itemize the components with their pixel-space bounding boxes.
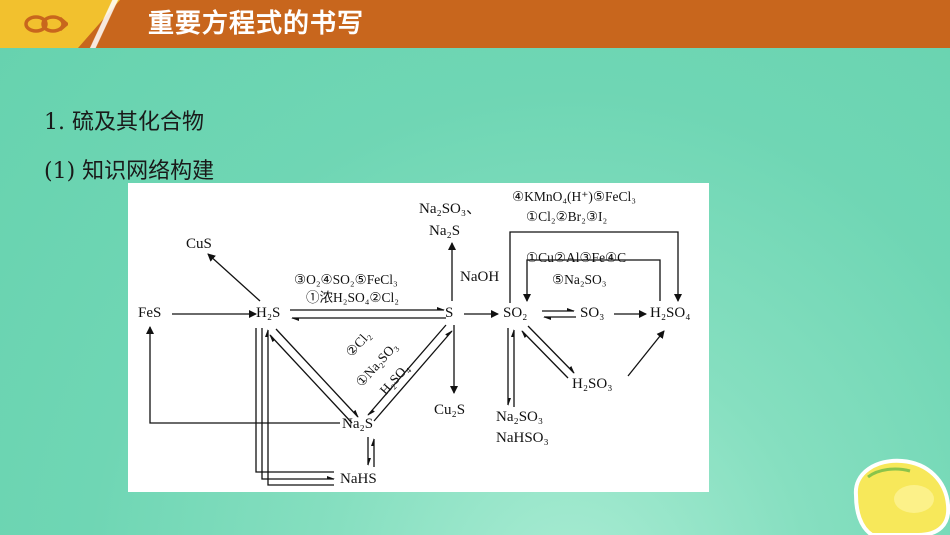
node-s: S <box>445 305 454 321</box>
node-so3: SO₃ <box>580 305 605 321</box>
arrow-nahs-h2s <box>265 329 334 486</box>
node-so2: SO₂ <box>503 305 528 321</box>
node-cus: CuS <box>186 236 212 252</box>
node-na2s: Na₂S <box>342 416 374 432</box>
section-heading-2: (1) 知识网络构建 <box>44 159 215 184</box>
node-nahso3: NaHSO₃ <box>496 430 549 446</box>
arrow-so2-h2so3 <box>527 325 575 374</box>
node-fes: FeS <box>138 305 162 321</box>
arrow-s-na2s <box>367 324 447 416</box>
label-h2s-to-s-top: ③O₂④SO₂⑤FeCl₃ <box>294 272 398 287</box>
arrow-h2s-nahs-outer <box>255 328 334 473</box>
node-cu2s: Cu₂S <box>434 402 466 418</box>
sulfur-reaction-diagram: FeS CuS H₂S S SO₂ SO₃ H₂SO₄ Na₂SO₃、 Na₂S… <box>128 183 709 492</box>
arrow-h2so3-so2 <box>521 330 569 379</box>
node-na2s-top: Na₂S <box>429 223 461 239</box>
section-heading-1: 1. 硫及其化合物 <box>44 110 204 135</box>
page-title: 重要方程式的书写 <box>148 9 365 39</box>
lemon-slice-icon <box>853 458 950 535</box>
label-h2so4-to-so2-top: ①Cu②Al③Fe④C <box>526 250 627 265</box>
arrow-na2s-h2s <box>269 334 353 424</box>
reagent-naoh: NaOH <box>460 269 500 285</box>
label-h2so4-to-so2-bottom: ⑤Na₂SO₃ <box>552 272 607 287</box>
node-h2s: H₂S <box>256 305 281 321</box>
label-so2-to-h2so4-top: ④KMnO₄(H⁺)⑤FeCl₃ <box>512 189 636 204</box>
arrow-na2s-fes <box>146 326 340 424</box>
node-h2so4: H₂SO₄ <box>650 305 691 321</box>
diagram-arrows <box>146 231 682 486</box>
arrow-h2s-cus <box>207 253 261 302</box>
label-h2s-to-s-bottom: ①浓H₂SO₄②Cl₂ <box>306 290 399 305</box>
arrow-h2so4-so2-loop <box>523 259 661 302</box>
node-nahs: NaHS <box>340 471 377 487</box>
header-bar <box>0 0 950 48</box>
arrow-h2so3-h2so4 <box>627 330 665 377</box>
node-na2so3-top: Na₂SO₃、 <box>419 201 482 217</box>
node-na2so3-bottom: Na₂SO₃ <box>496 409 544 425</box>
infinity-link-icon <box>24 15 68 33</box>
label-so2-to-h2so4-bottom: ①Cl₂②Br₂③I₂ <box>526 209 608 224</box>
arrow-h2s-na2s <box>275 328 359 418</box>
arrow-so2-h2so4-loop <box>509 231 682 303</box>
arrow-h2s-nahs <box>261 328 335 480</box>
node-h2so3: H₂SO₃ <box>572 376 613 392</box>
arrow-na2s-s <box>373 330 453 422</box>
header-divider <box>74 0 134 48</box>
